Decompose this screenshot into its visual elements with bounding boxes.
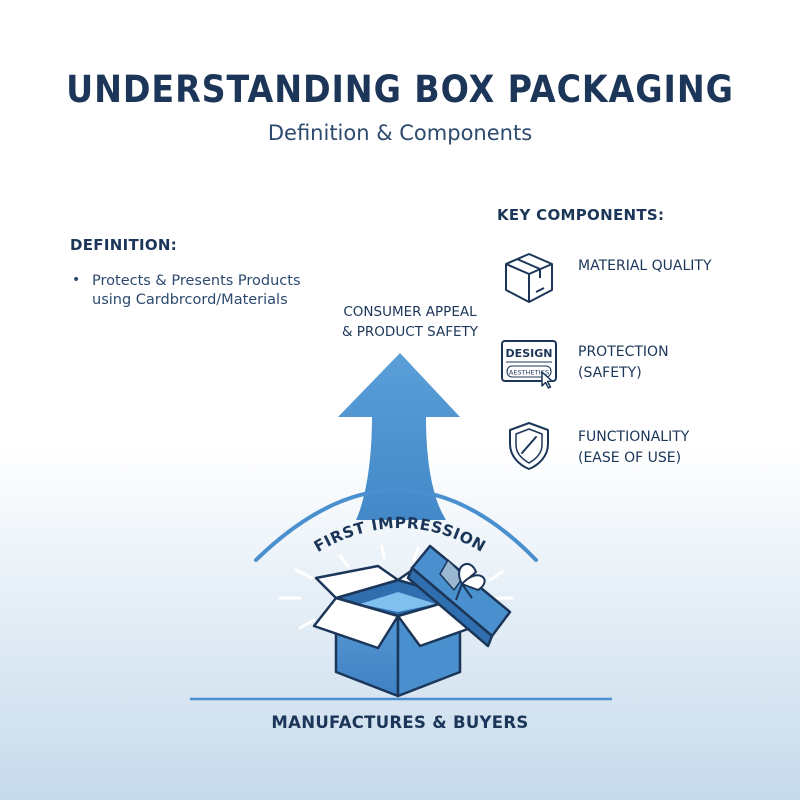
growth-arrow-icon	[338, 353, 460, 520]
gift-lid-icon	[406, 544, 512, 648]
key-components-heading: KEY COMPONENTS:	[497, 206, 665, 224]
audience-label: MANUFACTURES & BUYERS	[271, 713, 529, 732]
impression-arc	[254, 488, 538, 562]
shield-icon	[509, 422, 549, 470]
component-functionality: FUNCTIONALITY (EASE OF USE)	[578, 429, 690, 466]
sparkle-rays	[278, 544, 514, 630]
definition-line-2: using Cardbrcord/Materials	[92, 292, 288, 308]
definition-line-1: Protects & Presents Products	[92, 273, 301, 289]
first-impression-label: FIRST IMPRESSION	[311, 514, 489, 556]
page-title: UNDERSTANDING BOX PACKAGING	[66, 68, 734, 111]
definition-text: Protects & Presents Products using Cardb…	[92, 272, 301, 310]
component-protection: PROTECTION (SAFETY)	[578, 344, 669, 381]
open-box-icon	[312, 564, 484, 698]
design-badge-label: DESIGN	[506, 347, 553, 360]
definition-heading: DEFINITION:	[70, 236, 178, 254]
page-subtitle: Definition & Components	[267, 121, 533, 145]
component-material-quality: MATERIAL QUALITY	[578, 258, 712, 274]
box-icon	[505, 253, 553, 303]
design-badge-icon: DESIGN (AESTHETICS)	[501, 340, 557, 389]
definition-bullet: •	[72, 272, 81, 288]
design-badge-sublabel: (AESTHETICS)	[506, 369, 551, 377]
consumer-appeal-label: CONSUMER APPEAL & PRODUCT SAFETY	[341, 304, 479, 340]
